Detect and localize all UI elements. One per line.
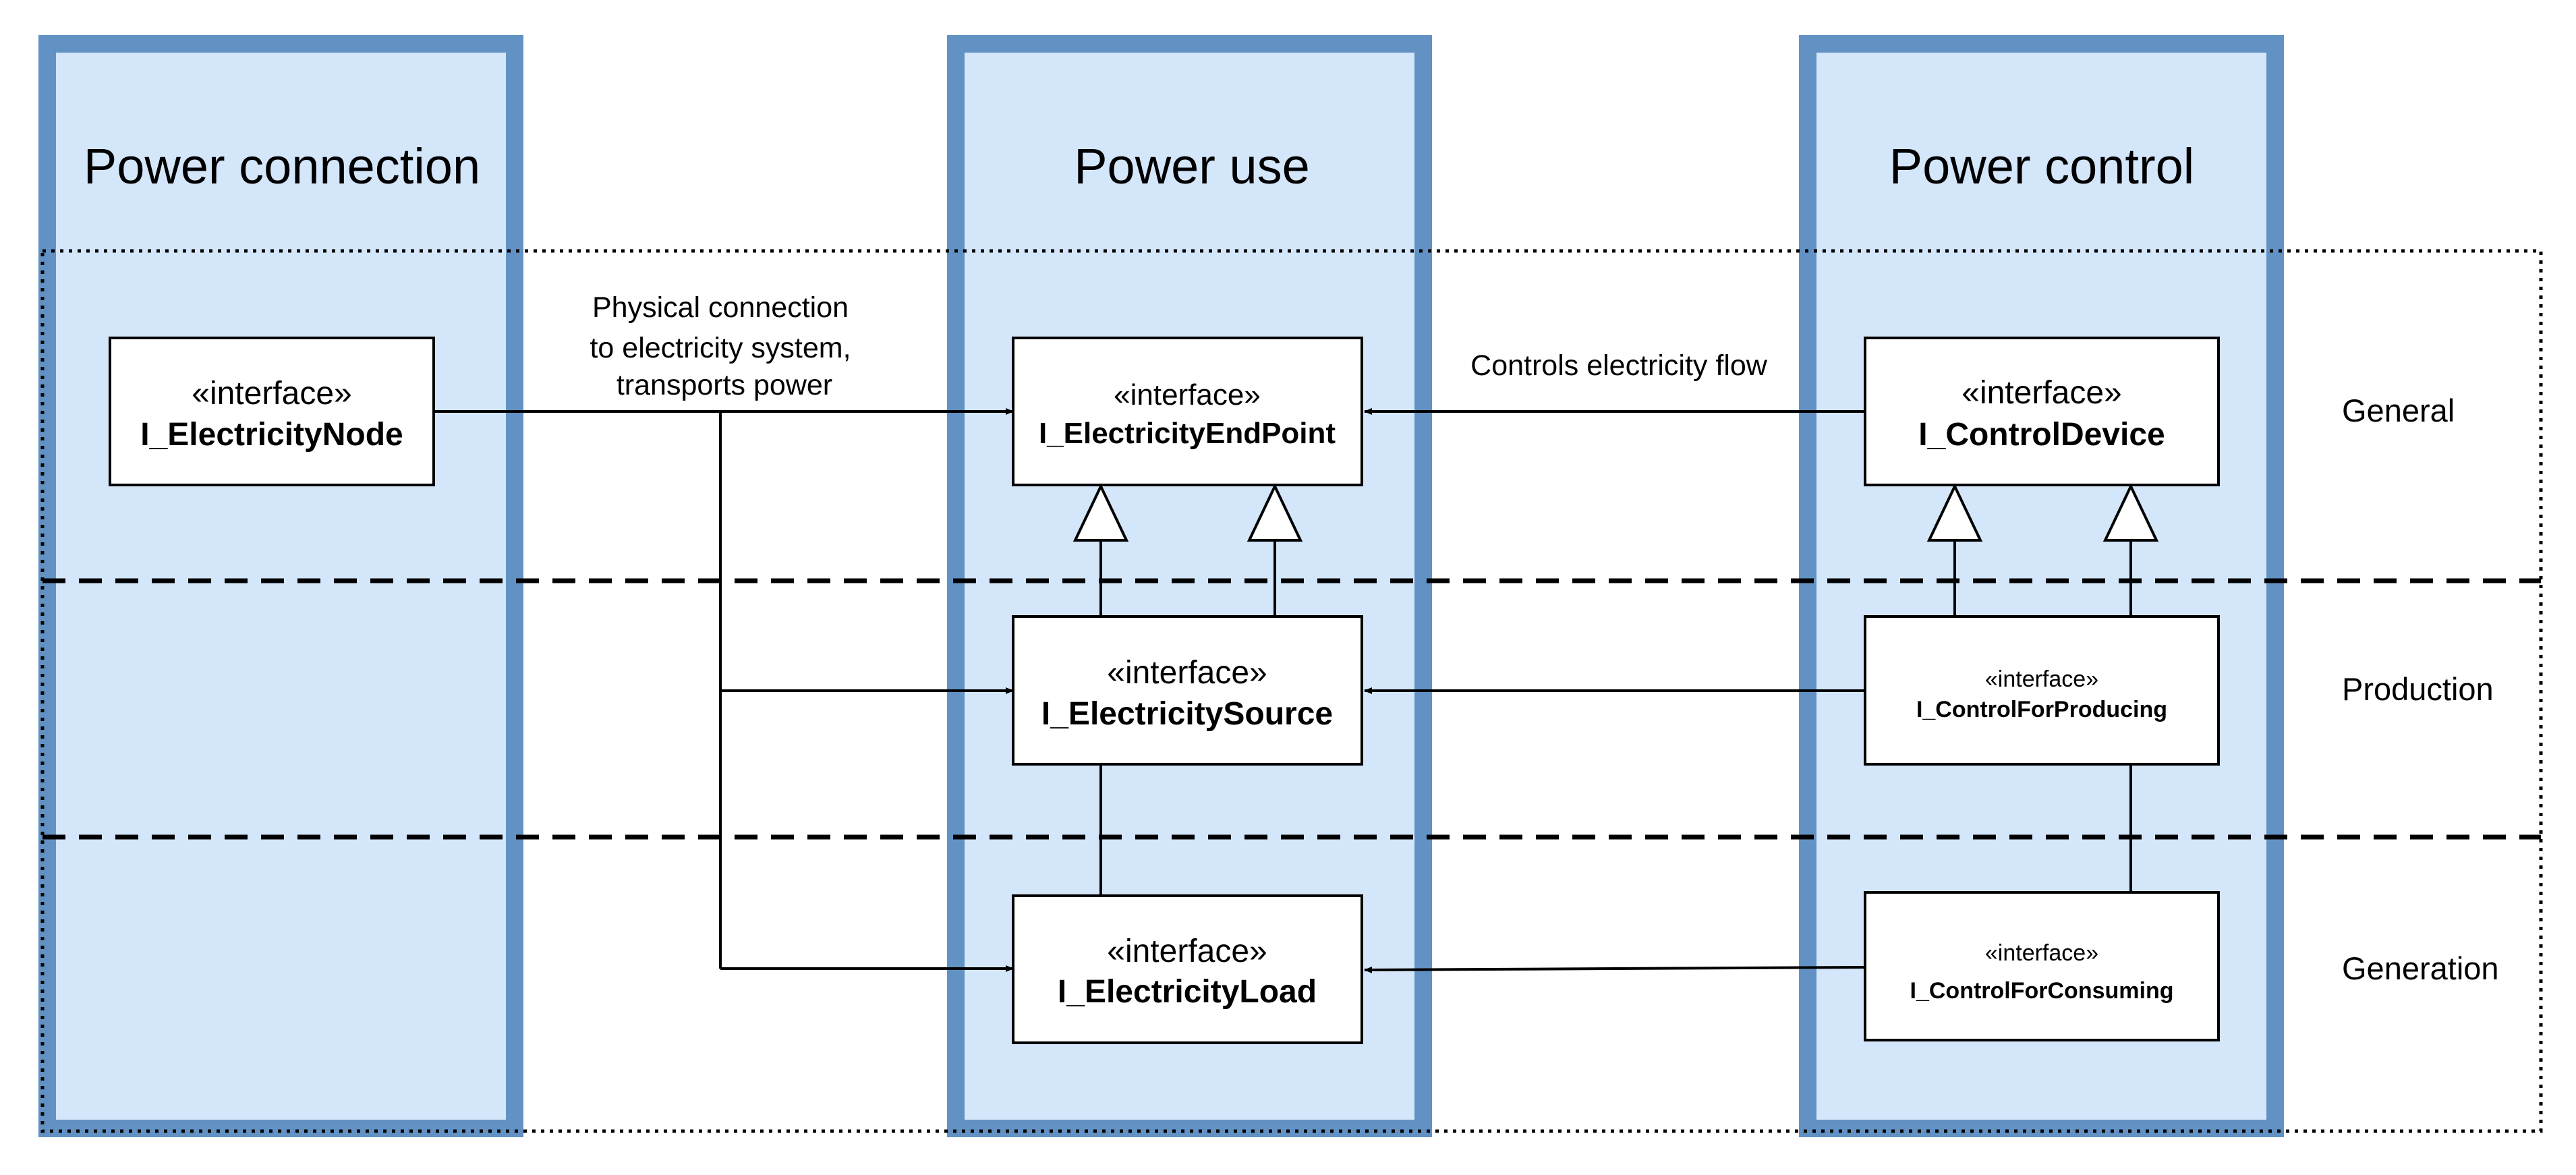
layer-label-general: General	[2342, 393, 2455, 428]
generalization-triangle-right	[1247, 483, 1303, 542]
controls-label: Controls electricity flow	[1470, 349, 1768, 382]
interface-electricity-load-stereotype: «interface»	[1107, 934, 1267, 969]
interface-electricity-node-stereotype: «interface»	[192, 376, 352, 411]
interface-electricity-endpoint: «interface» I_ElectricityEndPoint	[1012, 337, 1363, 486]
interface-control-device-stereotype: «interface»	[1962, 375, 2122, 411]
column-title-power-control: Power control	[1889, 138, 2194, 194]
interface-control-consuming-name: I_ControlForConsuming	[1910, 978, 2174, 1004]
physical-connection-label-line-3: transports power	[617, 369, 832, 401]
interface-electricity-source: «interface» I_ElectricitySource	[1012, 615, 1363, 766]
physical-connection-label-line-1: Physical connection	[592, 291, 849, 324]
layer-frame	[40, 249, 2543, 1133]
generalization-triangle-control-left	[1926, 483, 1983, 542]
column-title-power-use: Power use	[1074, 138, 1310, 194]
physical-connection-label-line-2: to electricity system,	[590, 332, 851, 364]
generalization-triangle-left	[1072, 483, 1129, 542]
physical-connection-label: Physical connection to electricity syste…	[590, 291, 859, 401]
layer-label-production: Production	[2342, 671, 2494, 707]
interface-control-device: «interface» I_ControlDevice	[1864, 337, 2220, 486]
interface-electricity-load: «interface» I_ElectricityLoad	[1012, 894, 1363, 1044]
column-title-power-connection: Power connection	[84, 138, 480, 194]
interface-control-producing-name: I_ControlForProducing	[1916, 697, 2167, 722]
interface-electricity-source-name: I_ElectricitySource	[1041, 696, 1333, 732]
control-arrow-to-load	[1364, 966, 1866, 973]
interface-control-producing: «interface» I_ControlForProducing	[1864, 615, 2220, 766]
interface-electricity-endpoint-name: I_ElectricityEndPoint	[1039, 417, 1336, 450]
interface-electricity-node: «interface» I_ElectricityNode	[109, 337, 435, 486]
interface-electricity-source-stereotype: «interface»	[1107, 655, 1267, 691]
interface-electricity-node-name: I_ElectricityNode	[140, 417, 403, 453]
generalization-triangle-control-right	[2102, 483, 2159, 542]
interface-electricity-endpoint-stereotype: «interface»	[1114, 378, 1261, 411]
interface-control-device-name: I_ControlDevice	[1918, 417, 2165, 453]
column-power-connection	[38, 35, 523, 1137]
interface-control-consuming-stereotype: «interface»	[1985, 940, 2098, 966]
layer-label-generation: Generation	[2342, 950, 2499, 986]
interface-control-producing-stereotype: «interface»	[1985, 666, 2098, 692]
interface-electricity-load-name: I_ElectricityLoad	[1058, 974, 1317, 1010]
interface-control-consuming: «interface» I_ControlForConsuming	[1864, 891, 2220, 1041]
